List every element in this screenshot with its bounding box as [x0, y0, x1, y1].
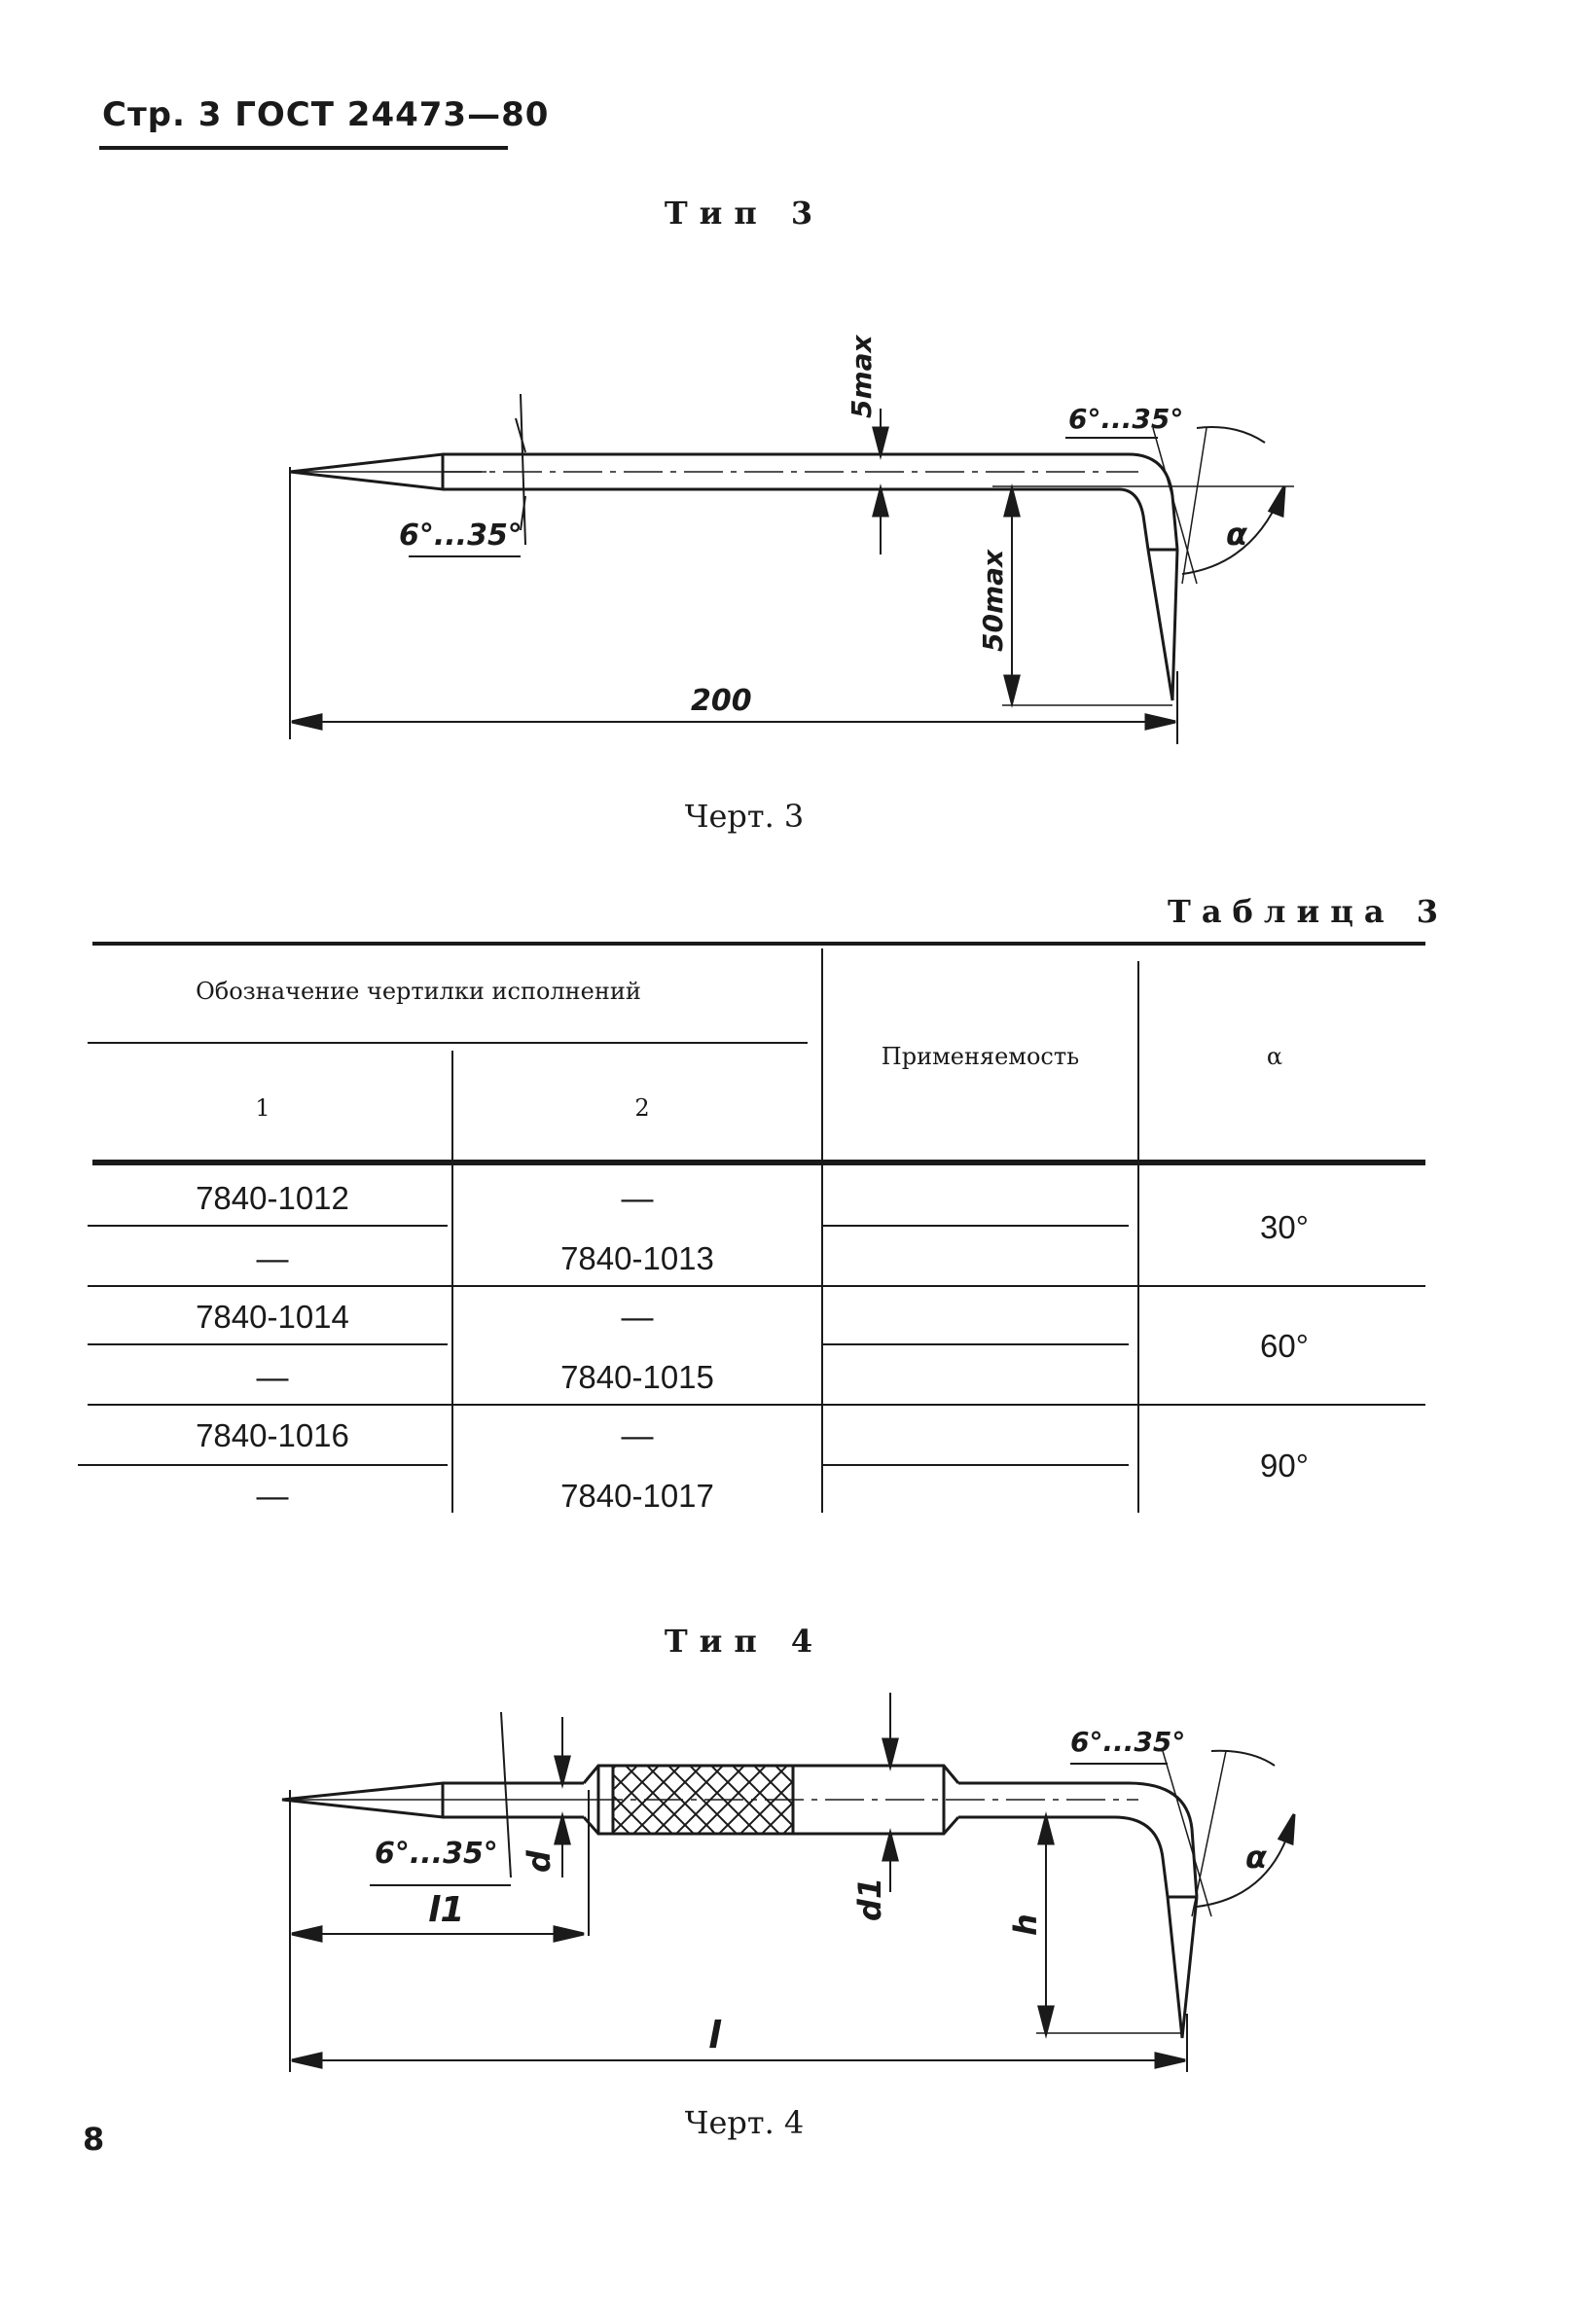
table-alpha-3: 90°: [1260, 1448, 1309, 1484]
table-cell-r6c1: —: [256, 1478, 289, 1514]
drawing-type3: 6°...35° 6°...35° 200 α 5max 50max: [289, 334, 1294, 744]
table-alpha-2: 60°: [1260, 1328, 1309, 1364]
dim-d-label: d: [521, 1849, 558, 1873]
dim-h-label: h: [1007, 1913, 1044, 1936]
table-cell-r2c2: 7840-1013: [560, 1240, 714, 1276]
dim-5max-label: 5max: [846, 334, 878, 418]
dim-l1-label: l1: [428, 1890, 464, 1930]
page-header: Стр. 3 ГОСТ 24473—80: [102, 95, 550, 134]
angle-label-right: 6°...35°: [1068, 403, 1183, 435]
drawing4-caption: Черт. 4: [684, 2104, 805, 2141]
alpha-label-4: α: [1245, 1839, 1268, 1876]
angle-label-left: 6°...35°: [399, 518, 522, 553]
table-cell-r1c2: —: [621, 1180, 654, 1216]
table-cell-r5c2: —: [621, 1417, 654, 1453]
table3-title: Таблица 3: [1168, 893, 1449, 930]
table3-header-alpha: α: [1266, 1043, 1283, 1070]
table-cell-r4c2: 7840-1015: [560, 1359, 714, 1395]
angle-label-left-4: 6°...35°: [375, 1837, 498, 1871]
drawing3-caption: Черт. 3: [684, 798, 805, 835]
table-cell-r3c2: —: [621, 1299, 654, 1335]
page-number: 8: [83, 2121, 105, 2158]
table-cell-r3c1: 7840-1014: [196, 1299, 349, 1335]
type3-title: Тип 3: [664, 195, 825, 232]
table3-header-col2: 2: [634, 1094, 650, 1122]
table-alpha-1: 30°: [1260, 1209, 1309, 1245]
table-cell-r5c1: 7840-1016: [196, 1417, 349, 1453]
table-cell-r2c1: —: [256, 1240, 289, 1276]
table-cell-r4c1: —: [256, 1359, 289, 1395]
length-label: 200: [691, 684, 752, 718]
angle-label-right-4: 6°...35°: [1070, 1726, 1185, 1758]
dim-50max-label: 50max: [977, 549, 1009, 652]
alpha-label: α: [1226, 516, 1248, 553]
table3-header-usage: Применяемость: [881, 1043, 1080, 1070]
table3-grid: [78, 942, 1425, 1513]
table-cell-r6c2: 7840-1017: [560, 1478, 714, 1514]
dim-l-label: l: [708, 2014, 722, 2056]
dim-d1-label: d1: [851, 1877, 888, 1921]
type4-title: Тип 4: [664, 1623, 825, 1660]
header-rule: [99, 146, 508, 150]
drawing-type4: 6°...35° 6°...35° l1 l d d1 h α: [281, 1693, 1296, 2072]
table-cell-r1c1: 7840-1012: [196, 1180, 349, 1216]
table3-header-col1: 1: [255, 1094, 270, 1122]
table3-header-group: Обозначение чертилки исполнений: [196, 978, 641, 1005]
